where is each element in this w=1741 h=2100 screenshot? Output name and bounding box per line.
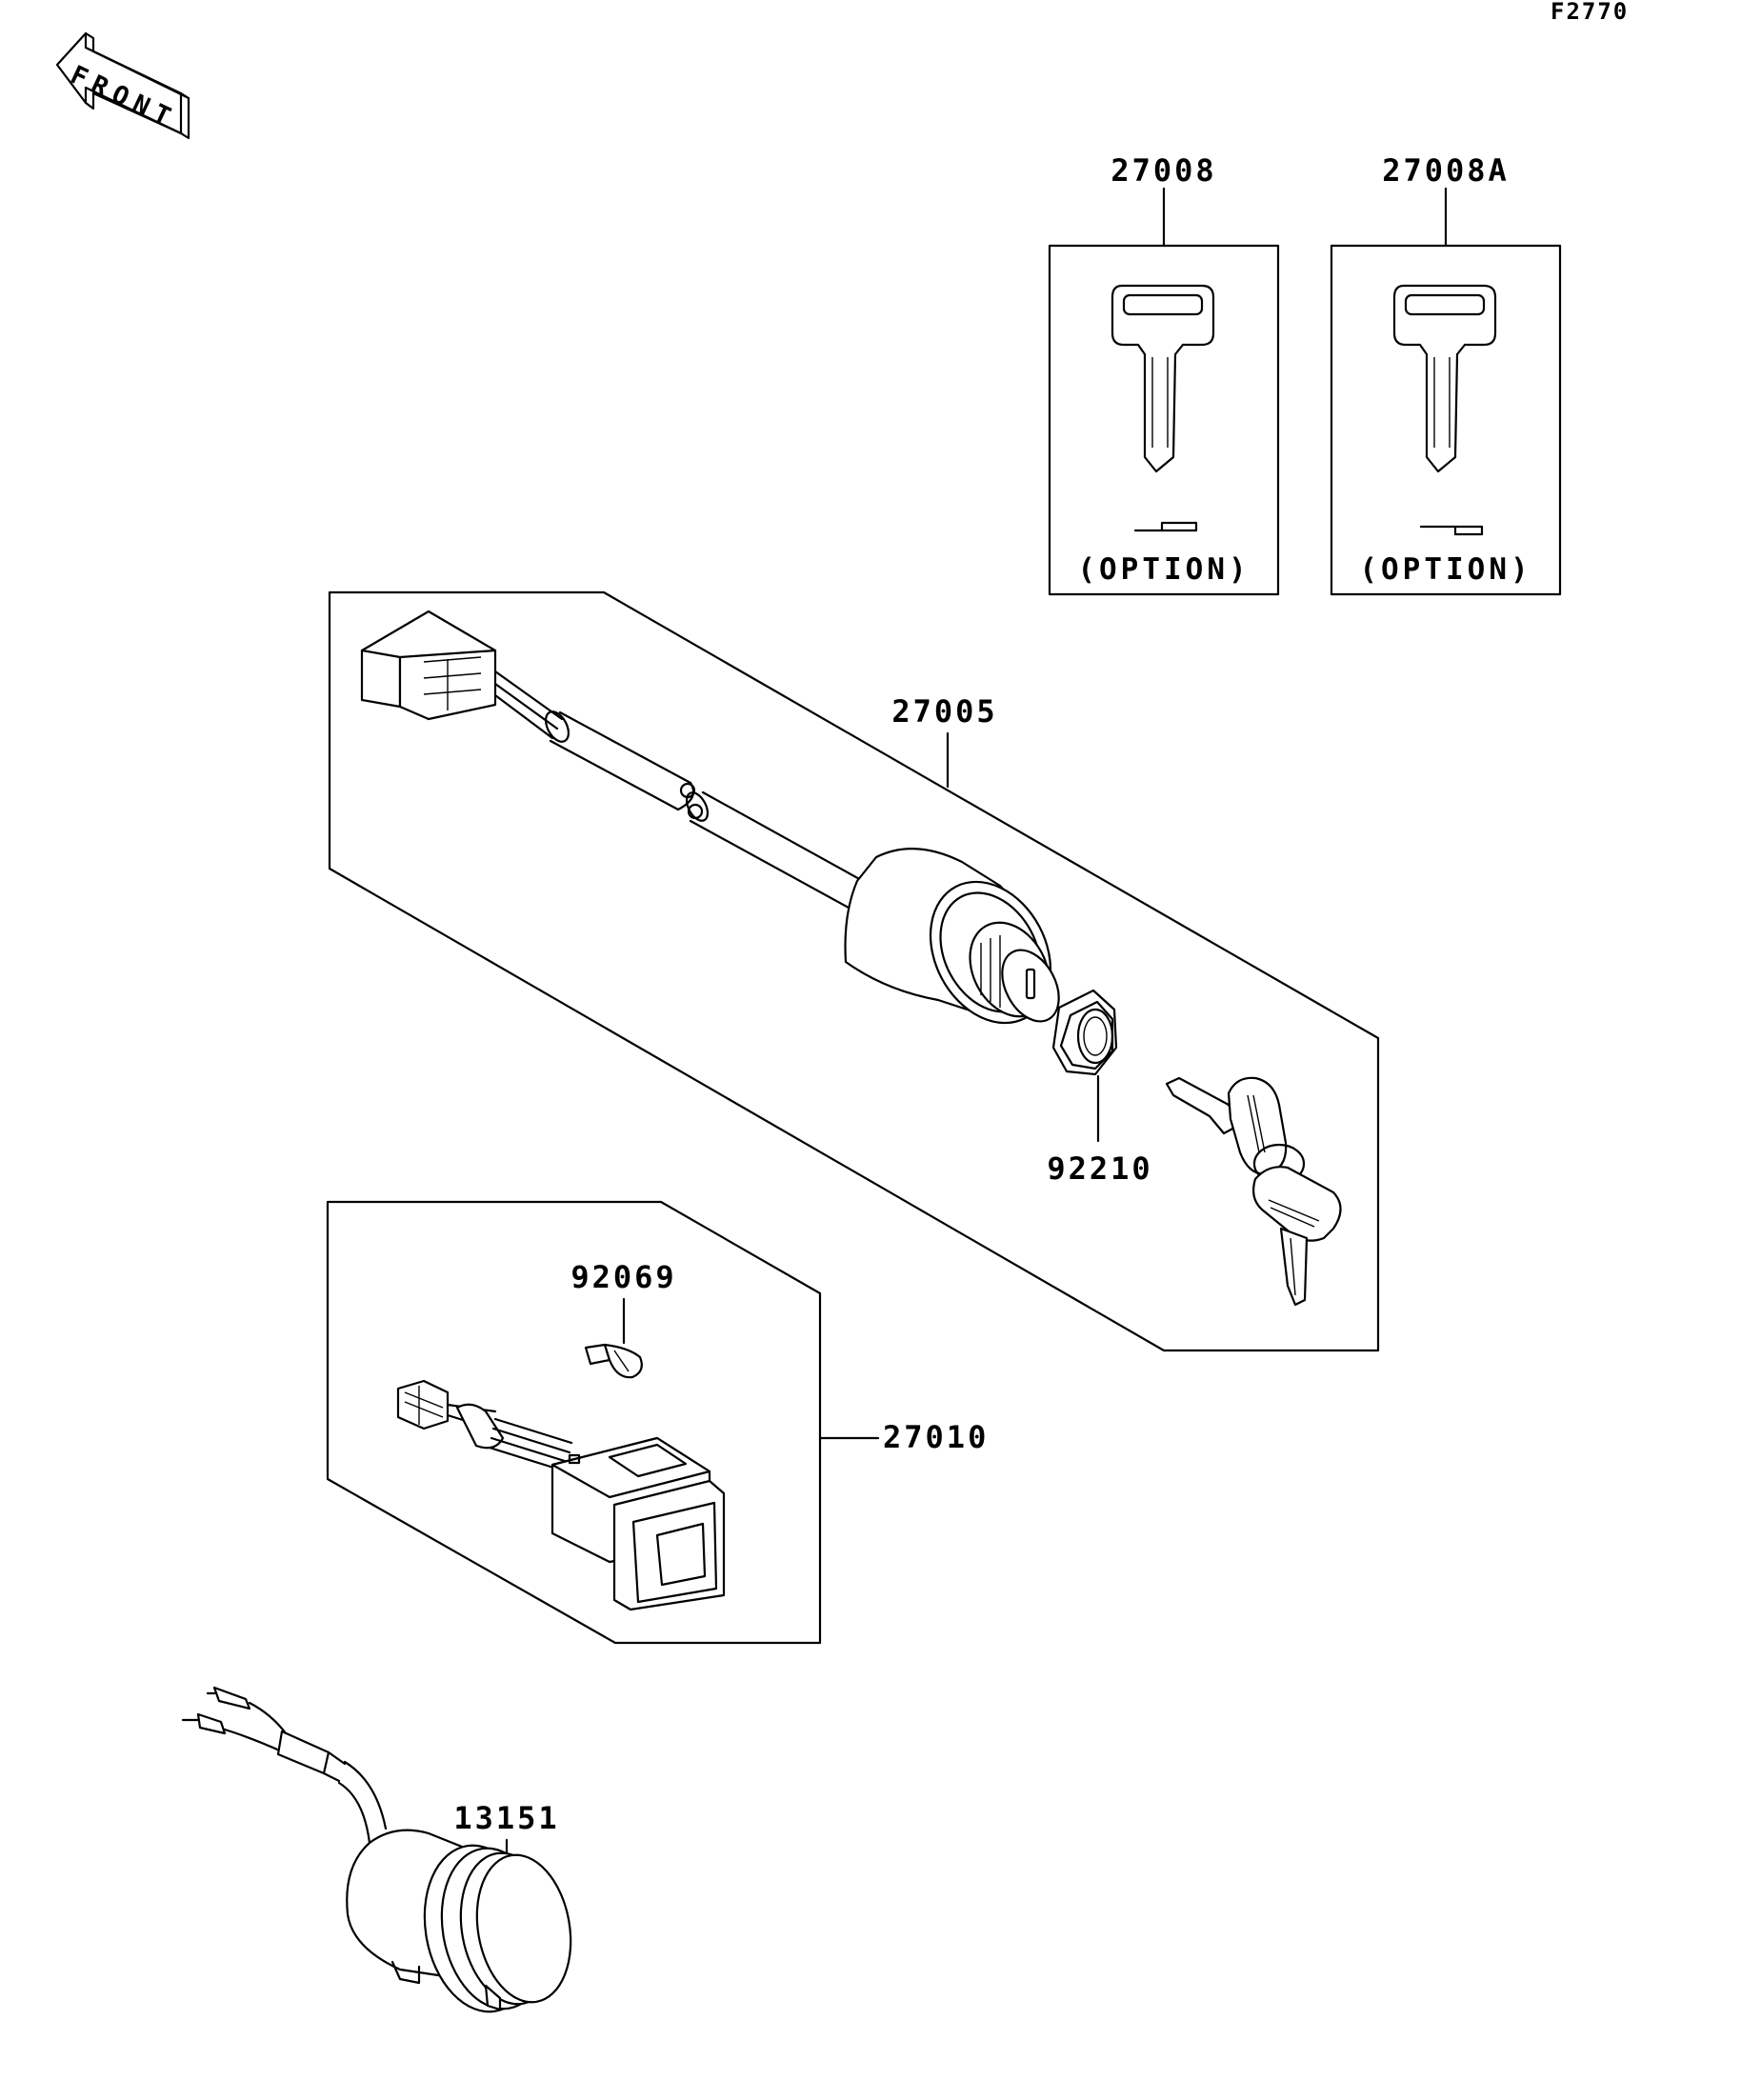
connector-icon <box>396 1379 450 1430</box>
front-direction-arrow-icon: FRONT <box>55 31 190 140</box>
option-note: (OPTION) <box>1077 552 1250 587</box>
option-note: (OPTION) <box>1359 552 1531 587</box>
part-number-label: 92210 <box>1047 1150 1152 1187</box>
option-box-27008a: 27008A (OPTION) <box>1330 152 1562 596</box>
part-number-label: 27005 <box>891 693 997 730</box>
key-code-mark-icon <box>1419 525 1484 536</box>
connector-icon <box>360 610 497 721</box>
part-number-label: 13151 <box>453 1800 559 1836</box>
group-outline <box>326 1200 822 1645</box>
figure-code: F2770 <box>1551 0 1629 25</box>
part-number-label: 27008A <box>1382 152 1510 189</box>
key-icon <box>1392 284 1497 473</box>
key-code-mark-icon <box>1133 521 1198 532</box>
ignition-switch-group: 27005 <box>328 590 1380 1352</box>
part-number-label: 27008 <box>1111 152 1216 189</box>
group-outline <box>328 590 1380 1352</box>
ignition-switch-body <box>844 848 1060 1025</box>
nut-icon <box>1051 989 1118 1076</box>
part-number-label: 92069 <box>570 1259 676 1295</box>
bulb-icon <box>584 1343 643 1379</box>
key-pair-icon <box>1165 1076 1342 1307</box>
part-number-label: 27010 <box>883 1419 989 1455</box>
indicator-lamp-13151: 13151 <box>181 1686 572 2013</box>
push-switch-body <box>550 1436 726 1611</box>
key-icon <box>1111 284 1215 473</box>
option-box-27008: 27008 (OPTION) <box>1048 152 1280 596</box>
switch-assy-group: 27010 92069 <box>326 1200 989 1645</box>
